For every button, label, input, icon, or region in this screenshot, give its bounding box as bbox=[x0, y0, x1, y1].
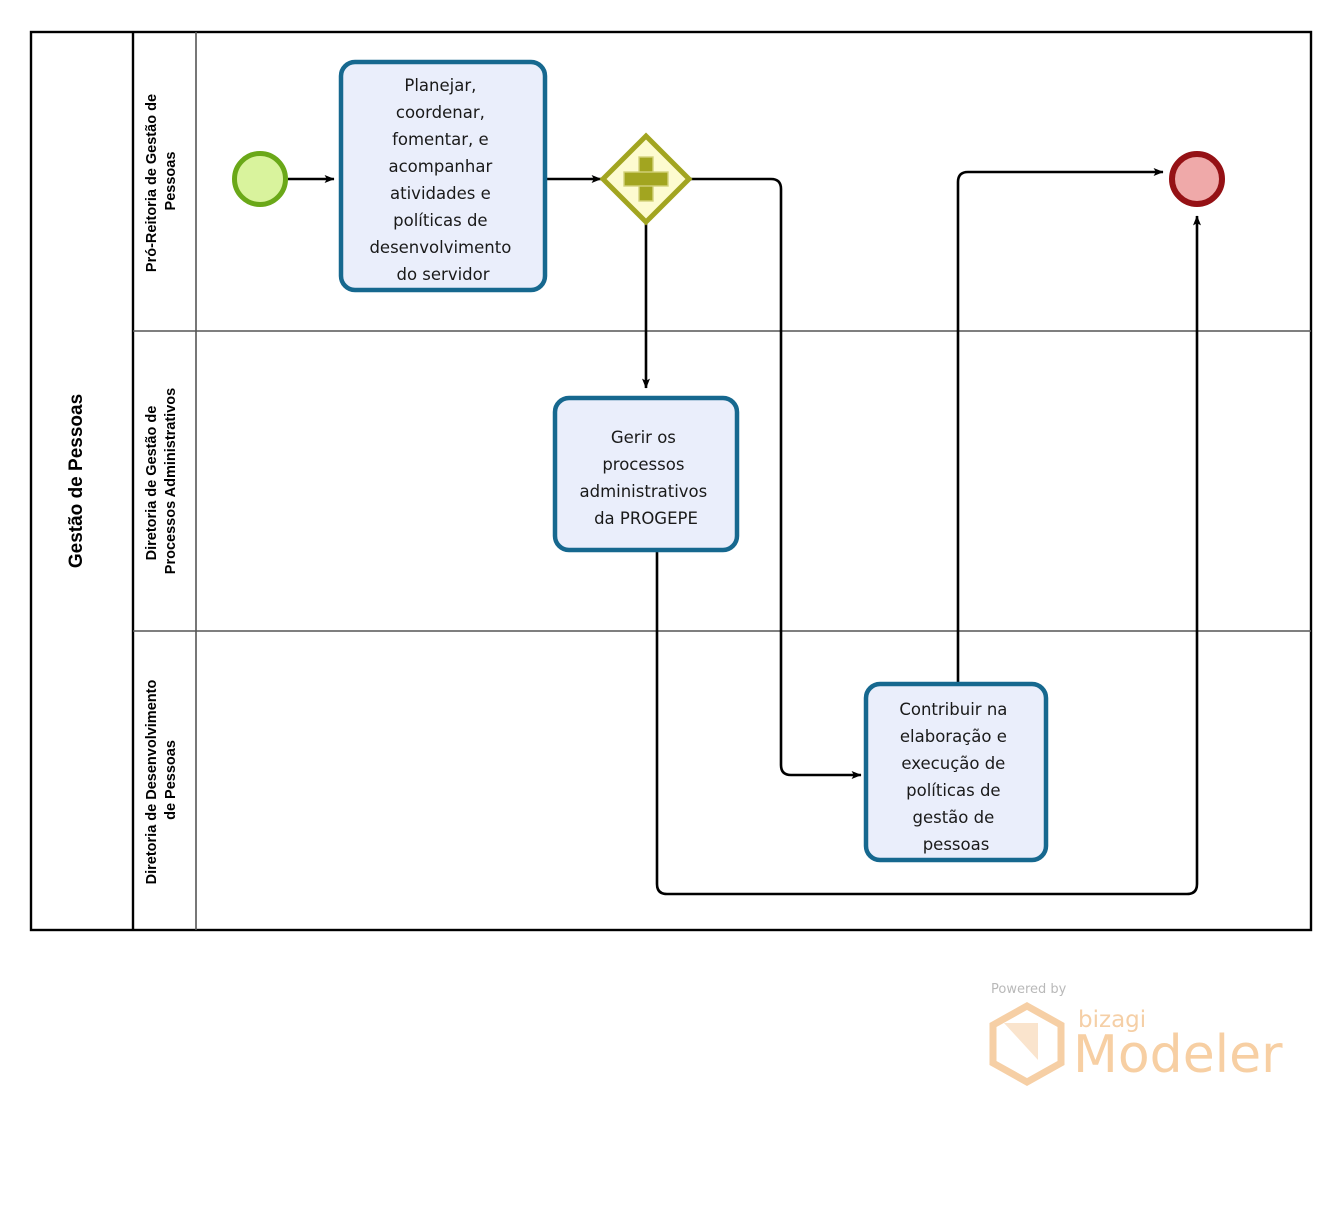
task-box-3 bbox=[863, 681, 1049, 863]
flow-task2-to-end[interactable] bbox=[655, 215, 1201, 896]
start-event[interactable] bbox=[232, 151, 288, 207]
lane-label-3: Diretoria de Desenvolvimento de Pessoas bbox=[144, 676, 179, 885]
end-event-circle bbox=[1169, 151, 1225, 207]
parallel-gateway[interactable] bbox=[599, 132, 693, 226]
flow-task3-to-end[interactable] bbox=[956, 168, 1164, 694]
task-box-1 bbox=[338, 59, 548, 293]
pool-title: Gestão de Pessoas bbox=[66, 394, 87, 568]
plus-icon bbox=[623, 156, 669, 202]
flow-gateway-to-task3[interactable] bbox=[689, 177, 862, 779]
sequence-flows bbox=[288, 168, 1201, 896]
task-label-1: Planejar, coordenar, fomentar, e acompan… bbox=[369, 76, 516, 284]
powered-by-label: Powered by bbox=[991, 982, 1067, 997]
lane-label-1: Pró-Reitoria de Gestão de Pessoas bbox=[144, 90, 179, 272]
task-gerir-os-processos-administrativos[interactable]: Gerir os processos administrativos da PR… bbox=[552, 395, 740, 553]
end-event[interactable] bbox=[1169, 151, 1225, 207]
lane-pro-reitoria-de-gestao-de-pessoas[interactable]: Pró-Reitoria de Gestão de Pessoas bbox=[133, 32, 1311, 332]
task-planejar-coordenar-fomentar[interactable]: Planejar, coordenar, fomentar, e acompan… bbox=[338, 59, 548, 293]
bizagi-branding: Powered by bizagi Modeler bbox=[989, 982, 1283, 1087]
modeler-wordmark: Modeler bbox=[1073, 1025, 1283, 1085]
task-label-2: Gerir os processos administrativos da PR… bbox=[579, 428, 712, 528]
lane-diretoria-de-gestao-de-processos-administrativos[interactable]: Diretoria de Gestão de Processos Adminis… bbox=[133, 331, 1311, 632]
task-contribuir-na-elaboracao[interactable]: Contribuir na elaboração e execução de p… bbox=[863, 681, 1049, 863]
lane-label-2: Diretoria de Gestão de Processos Adminis… bbox=[144, 388, 179, 574]
task-box-2 bbox=[552, 395, 740, 553]
start-event-circle bbox=[232, 151, 288, 207]
lane-diretoria-de-desenvolvimento-de-pessoas[interactable]: Diretoria de Desenvolvimento de Pessoas bbox=[144, 631, 197, 930]
task-label-3: Contribuir na elaboração e execução de p… bbox=[899, 700, 1012, 854]
bizagi-wordmark: bizagi bbox=[1078, 1007, 1146, 1033]
bizagi-hexagon-icon bbox=[989, 1001, 1065, 1087]
